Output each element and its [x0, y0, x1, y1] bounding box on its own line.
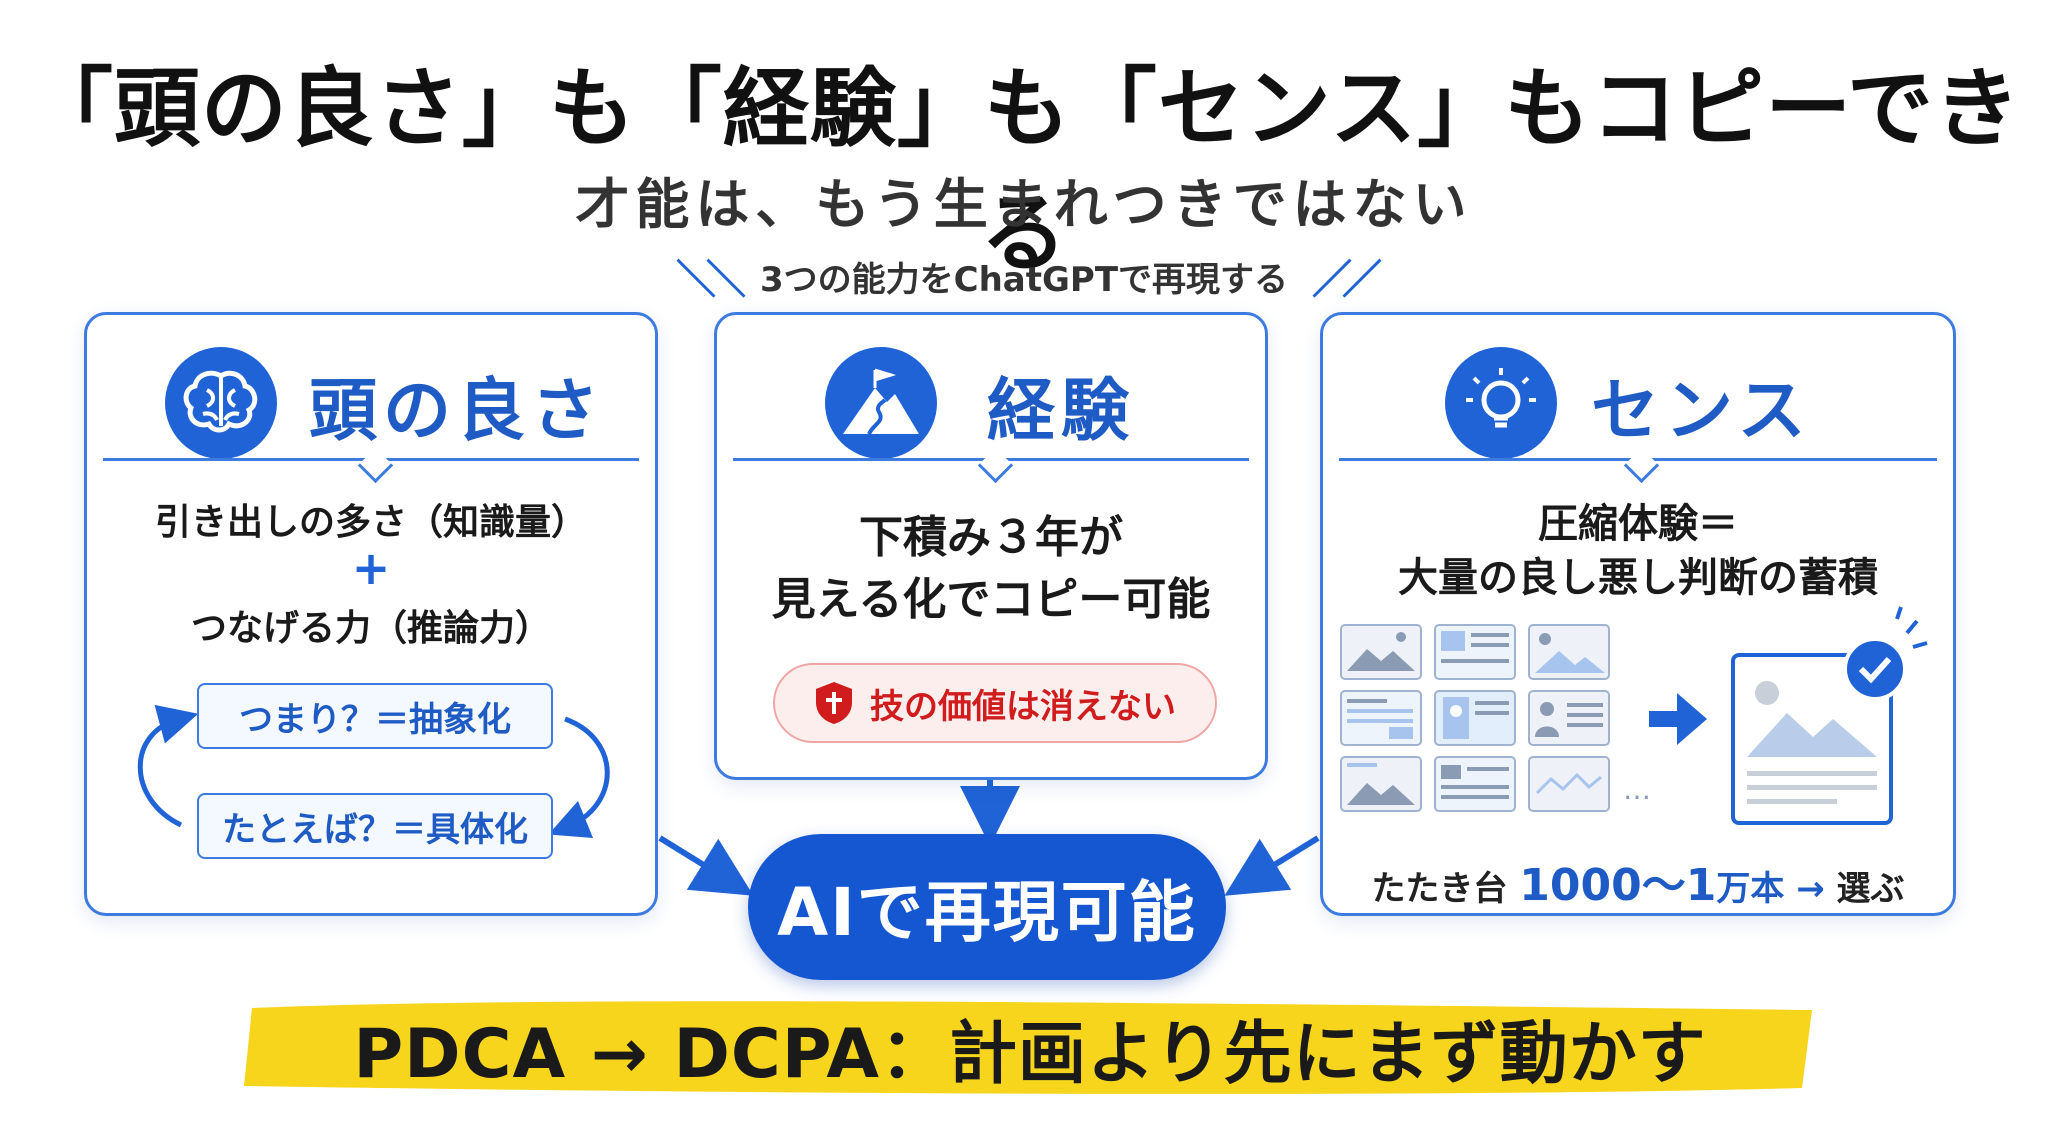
draft-prefix: たたき台: [1371, 869, 1508, 909]
card-sense-title: センス: [1591, 372, 1812, 451]
plus-sign: +: [351, 541, 391, 595]
thumb-2: [1434, 624, 1516, 680]
draft-unit: 万本: [1716, 869, 1785, 909]
draft-arrow: →: [1796, 869, 1825, 909]
ai-reproducible-oval: AIで再現可能: [748, 834, 1226, 980]
visualization-line: 見える化でコピー可能: [771, 574, 1211, 625]
draft-suffix: 選ぶ: [1836, 869, 1905, 909]
loop-arrow-right: [548, 716, 610, 838]
reasoning-line: つなげる力（推論力）: [190, 608, 551, 649]
selected-document: [1731, 653, 1893, 825]
card-sense: センス 圧縮体験＝ 大量の良し悪し判断の蓄積 …: [1320, 312, 1956, 916]
select-arrow: [1649, 693, 1707, 745]
card-intelligence: 頭の良さ 引き出しの多さ（知識量） + つなげる力（推論力） つまり？＝抽象化 …: [84, 312, 658, 916]
thumb-6: [1528, 690, 1610, 746]
highlighter-stroke: [244, 1001, 1812, 1094]
value-badge: 技の価値は消えない: [773, 663, 1217, 743]
card-sense-header: センス: [1323, 315, 1953, 465]
main-title: 「頭の良さ」も「経験」も「センス」もコピーできる: [26, 59, 2022, 284]
draft-range: 1000〜1: [1519, 860, 1717, 911]
apprenticeship-line: 下積み３年が: [859, 512, 1123, 563]
pdca-banner: PDCA → DCPA：計画より先にまず動かす: [232, 992, 1828, 1102]
arrow-intelligence-to-ai: [658, 835, 754, 896]
thumb-3: [1528, 624, 1610, 680]
value-badge-text: 技の価値は消えない: [870, 686, 1176, 727]
card-experience-title: 経験: [987, 372, 1136, 451]
abstraction-pill: つまり？＝抽象化: [197, 683, 553, 749]
thumbnail-grid: [1340, 624, 1610, 812]
card-experience: 経験 下積み３年が 見える化でコピー可能 技の価値は消えない: [714, 312, 1268, 780]
card-intelligence-header: 頭の良さ: [87, 315, 655, 465]
thumb-1: [1340, 624, 1422, 680]
subtitle: 才能は、もう生まれつきではない: [575, 173, 1473, 236]
card-intelligence-title: 頭の良さ: [309, 372, 606, 451]
thumb-8: [1434, 756, 1516, 812]
brain-icon: [165, 347, 277, 459]
knowledge-line: 引き出しの多さ（知識量）: [154, 502, 587, 543]
ai-reproducible-text: AIで再現可能: [777, 874, 1197, 951]
loop-arrows: [137, 704, 610, 838]
tagline: 3つの能力をChatGPTで再現する: [759, 259, 1289, 300]
right-slash-decoration: ／／: [1312, 257, 1382, 303]
left-slash-decoration: ＼＼: [675, 257, 746, 303]
check-icon: [1843, 606, 1928, 701]
loop-arrow-left: [137, 704, 199, 828]
concretization-pill: たとえば？＝具体化: [197, 793, 553, 859]
thumbnail-ellipsis: …: [1623, 773, 1651, 806]
thumb-9: [1528, 756, 1610, 812]
judgment-accumulation-line: 大量の良し悪し判断の蓄積: [1398, 555, 1878, 601]
thumb-5: [1434, 690, 1516, 746]
lightbulb-icon: [1445, 347, 1557, 459]
tagline-row: ＼＼ 3つの能力をChatGPTで再現する ／／: [0, 252, 2048, 303]
pdca-banner-text: PDCA → DCPA：計画より先にまず動かす: [353, 1014, 1707, 1094]
arrow-sense-to-ai: [1224, 835, 1320, 896]
draft-selection-line: たたき台 1000〜1万本 → 選ぶ: [1323, 849, 1953, 913]
mountain-flag-icon: [825, 347, 937, 459]
card-experience-header: 経験: [717, 315, 1265, 465]
thumb-7: [1340, 756, 1422, 812]
compressed-experience-line: 圧縮体験＝: [1538, 501, 1738, 547]
draft-thumbnails: …: [1340, 606, 1928, 825]
shield-icon: [816, 682, 852, 724]
thumb-4: [1340, 690, 1422, 746]
